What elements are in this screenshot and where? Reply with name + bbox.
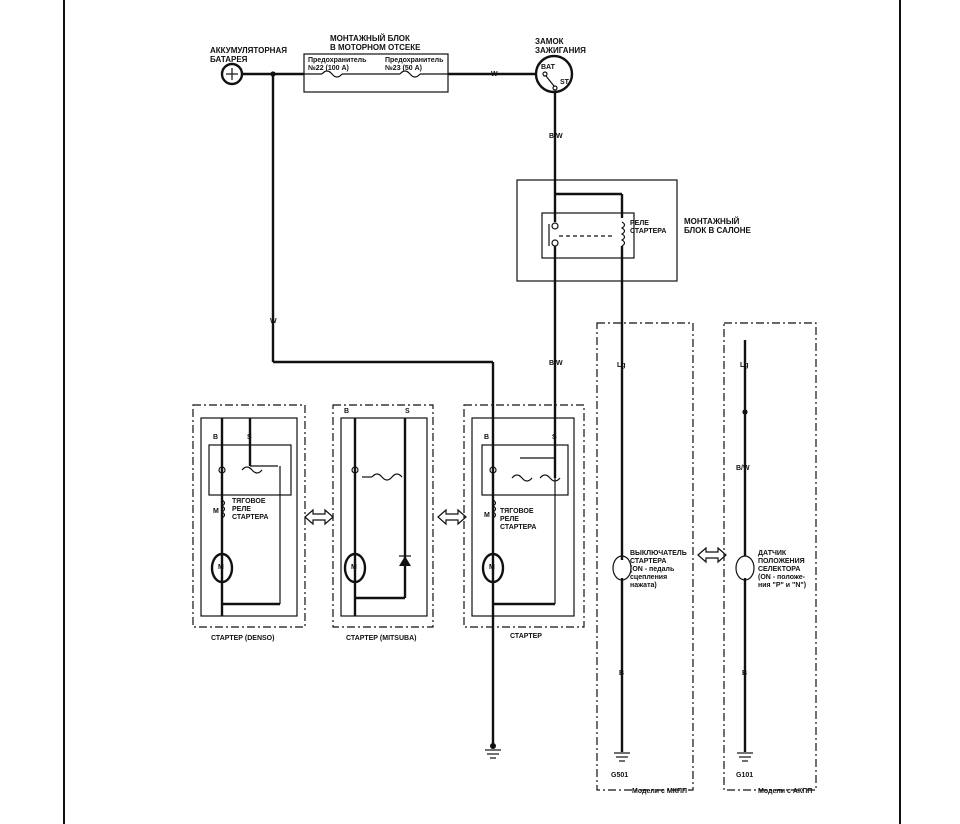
alt-arrow-1-2 [304,508,334,526]
wire-color-w-left: W [270,318,277,325]
starter-relay-label: РЕЛЕ СТАРТЕРА [630,220,666,236]
battery-label-line2: БАТАРЕЯ [210,55,248,64]
mitsuba-s-label: S [405,408,410,415]
mt-switch-line4: сцепления [630,574,668,581]
cabin-fuse-box [516,179,678,282]
wire-color-w-top: W [491,71,498,78]
cabin-fuse-box-title-line1: МОНТАЖНЫЙ [684,217,740,226]
ground-g501-label: G501 [611,772,629,779]
battery-symbol [220,62,244,86]
denso-starter-name: СТАРТЕР (DENSO) [211,635,275,642]
starter-ground-symbol [485,743,501,759]
engine-fuse-box-title-line2: В МОТОРНОМ ОТСЕКЕ [330,43,421,52]
at-sensor-label: ДАТЧИК ПОЛОЖЕНИЯ СЕЛЕКТОРА (ON - положе-… [758,550,806,590]
starter-main-box [463,404,585,628]
wire-color-bw-lower: B/W [549,360,563,367]
at-sensor-line1: ДАТЧИК [758,550,787,557]
mt-switch-line2: СТАРТЕРА [630,558,667,565]
wire-color-bw-at: B/W [736,465,750,472]
main-relay-label: ТЯГОВОЕ РЕЛЕ СТАРТЕРА [500,508,536,532]
mt-switch-label: ВЫКЛЮЧАТЕЛЬ СТАРТЕРА (ON - педаль сцепле… [630,550,687,590]
main-s-label: S [552,434,557,441]
bat-terminal-label: BAT [541,64,555,71]
main-motor-label: M [489,564,495,571]
denso-s-label: S [247,434,252,441]
wire-color-lg-at: Lg [740,362,749,369]
cabin-fuse-box-title-line2: БЛОК В САЛОНЕ [684,226,751,235]
mt-switch-circuit [596,250,694,791]
wire-color-b-at: B [742,670,748,677]
denso-motor-label: M [218,564,224,571]
ignition-title-line2: ЗАЖИГАНИЯ [535,46,586,55]
ignition-switch-title: ЗАМОК ЗАЖИГАНИЯ [535,37,586,55]
at-sensor-line3: СЕЛЕКТОРА [758,566,801,573]
starter-mitsuba-box [332,404,434,628]
fuse-22-label: Предохранитель №22 (100 А) [308,57,366,73]
main-b-label: B [484,434,490,441]
mt-switch-line1: ВЫКЛЮЧАТЕЛЬ [630,550,687,557]
fuse-23-line1: Предохранитель [385,57,444,64]
mt-model-label: Модели с МКПП [632,788,688,795]
ground-g101-label: G101 [736,772,754,779]
at-model-label: Модели с АКПП [758,788,813,795]
wire-color-b-mt: B [619,670,625,677]
engine-fuse-box-title: МОНТАЖНЫЙ БЛОК В МОТОРНОМ ОТСЕКЕ [330,34,420,52]
denso-relay-line3: СТАРТЕРА [232,514,269,521]
ignition-title-line1: ЗАМОК [535,37,564,46]
alt-arrow-2-3 [437,508,467,526]
st-terminal-label: ST [560,79,569,86]
wire-color-bw-upper: B/W [549,133,563,140]
mitsuba-starter-name: СТАРТЕР (MITSUBA) [346,635,417,642]
engine-fuse-box [303,53,449,93]
denso-b-label: B [213,434,219,441]
fuse-22-line2: №22 (100 А) [308,65,349,72]
alt-arrow-mt-at [697,546,727,564]
at-sensor-line5: ния "P" и "N") [758,582,807,589]
mt-switch-line3: (ON - педаль [630,566,675,573]
mitsuba-motor-label: M [351,564,357,571]
starter-relay-line1: РЕЛЕ [630,220,649,227]
denso-relay-line1: ТЯГОВОЕ [232,498,266,505]
starter-relay-line2: СТАРТЕРА [630,228,667,235]
at-sensor-line2: ПОЛОЖЕНИЯ [758,558,805,565]
denso-relay-label: ТЯГОВОЕ РЕЛЕ СТАРТЕРА [232,498,268,522]
starter-denso-box [192,404,306,628]
fuse-23-line2: №23 (50 А) [385,65,422,72]
main-m-label: M [484,512,490,519]
main-relay-line2: РЕЛЕ [500,516,519,523]
denso-m-label: M [213,508,219,515]
engine-fuse-box-title-line1: МОНТАЖНЫЙ БЛОК [330,34,410,43]
main-relay-line3: СТАРТЕРА [500,524,537,531]
battery-label-line1: АККУМУЛЯТОРНАЯ [210,46,287,55]
mitsuba-b-label: B [344,408,350,415]
wire-color-lg-mt: Lg [617,362,626,369]
at-sensor-line4: (ON - положе- [758,574,806,581]
fuse-23-label: Предохранитель №23 (50 А) [385,57,443,73]
main-starter-name: СТАРТЕР [510,633,542,640]
cabin-fuse-box-title: МОНТАЖНЫЙ БЛОК В САЛОНЕ [684,217,751,235]
w-wire-battery-to-starter [271,74,495,746]
denso-relay-line2: РЕЛЕ [232,506,251,513]
main-relay-line1: ТЯГОВОЕ [500,508,534,515]
battery-label: АККУМУЛЯТОРНАЯ БАТАРЕЯ [210,46,287,64]
fuse-22-line1: Предохранитель [308,57,367,64]
mt-switch-line5: нажата) [630,582,657,589]
